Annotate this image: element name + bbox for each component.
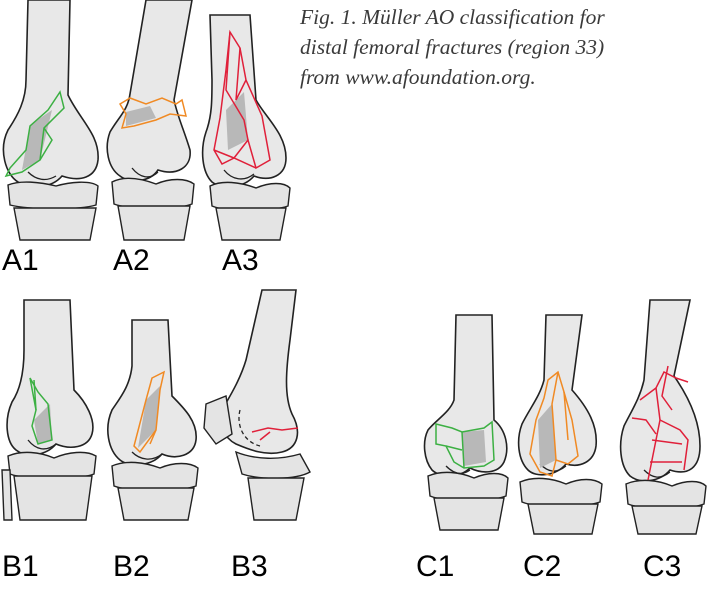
fracture-lines-c2 [529, 370, 579, 477]
fracture-lines-a2 [118, 97, 187, 129]
label-a3: A3 [222, 244, 259, 277]
figure-caption: Fig. 1. Müller AO classification for dis… [300, 2, 720, 92]
caption-line-1: Fig. 1. Müller AO classification for [300, 5, 605, 29]
caption-line-2: distal femoral fractures (region 33) [300, 35, 605, 59]
knee-b2 [107, 319, 199, 521]
fracture-lines-b3 [251, 427, 299, 441]
knee-c1 [423, 314, 509, 531]
knee-b1 [1, 299, 97, 521]
label-c2: C2 [523, 550, 562, 583]
knee-a1 [2, 0, 99, 241]
caption-line-3: from www.afoundation.org. [300, 65, 536, 89]
fracture-lines-a1 [4, 90, 65, 178]
label-b2: B2 [113, 550, 150, 583]
knee-b3 [203, 289, 311, 521]
knee-c2 [517, 314, 603, 535]
label-c1: C1 [416, 550, 455, 583]
label-c3: C3 [643, 550, 682, 583]
knee-c3 [619, 299, 707, 535]
fracture-lines-a3 [213, 29, 271, 170]
fracture-lines-b2 [133, 370, 166, 454]
fracture-lines-b1 [29, 377, 53, 445]
label-b3: B3 [231, 550, 268, 583]
label-a1: A1 [2, 244, 39, 277]
knee-a2 [106, 0, 195, 241]
fracture-lines-c3 [631, 365, 689, 481]
knee-a3 [201, 14, 291, 241]
fracture-lines-c1 [435, 420, 495, 469]
label-a2: A2 [113, 244, 150, 277]
label-b1: B1 [2, 550, 39, 583]
